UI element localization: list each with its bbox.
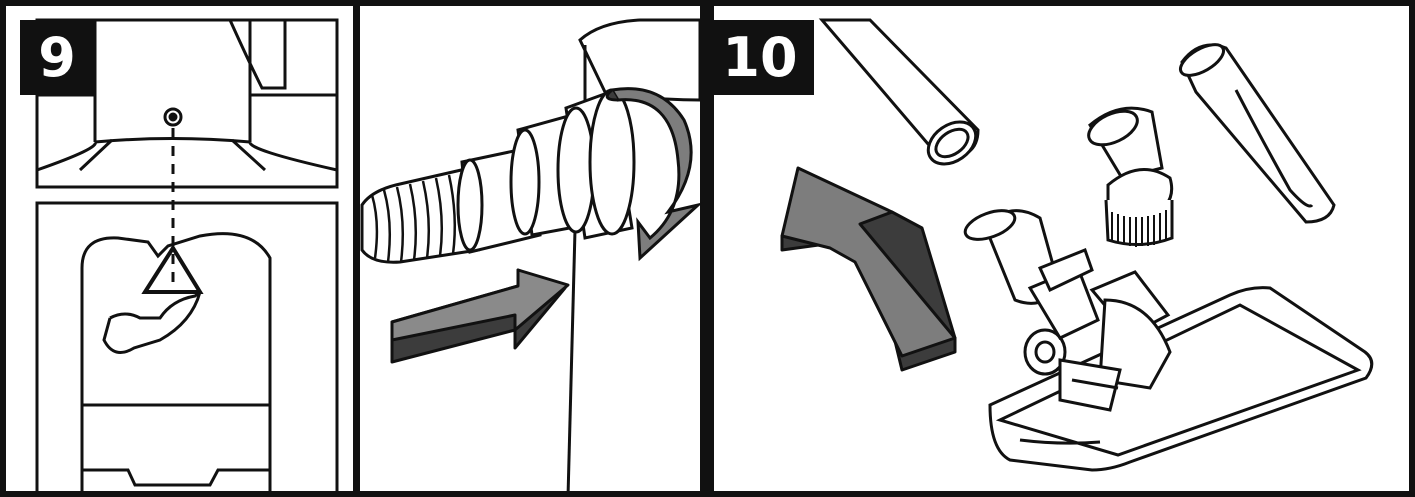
panel-step10: [780, 18, 1374, 472]
rotate-arrow-icon: [605, 87, 704, 262]
step-9-number: 9: [38, 26, 76, 89]
triangle-alignment-icon: [80, 232, 272, 493]
accessory-tools-icon: [818, 18, 1374, 472]
divider-step9b-step10: [700, 0, 714, 497]
step-9-badge: 9: [20, 20, 95, 95]
divider-step9-step9b: [353, 0, 360, 497]
panel-step9-right: [360, 18, 704, 497]
step-10-badge: 10: [714, 20, 814, 95]
push-arrow-icon: [390, 268, 570, 364]
insert-arrow-icon: [780, 166, 957, 372]
hose-connect-icon: [360, 18, 702, 497]
step-10-number: 10: [722, 26, 797, 89]
